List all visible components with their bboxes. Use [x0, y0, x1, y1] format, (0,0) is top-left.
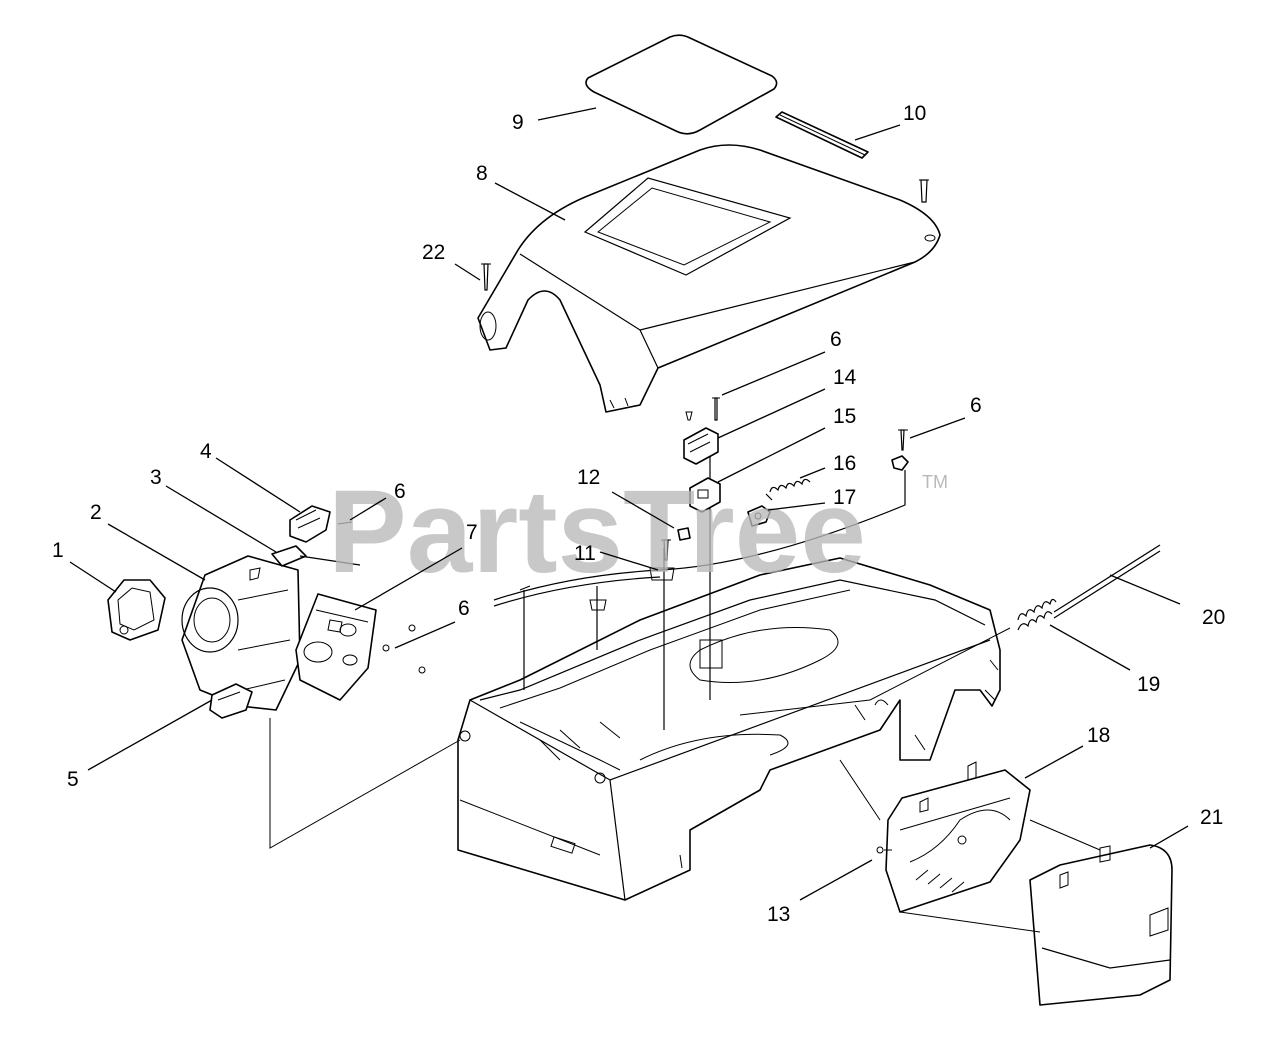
part-20-cable	[1053, 544, 1161, 619]
leader-lines	[69, 107, 1189, 901]
part-5-plug	[209, 683, 253, 719]
callout-8: 8	[476, 162, 488, 185]
callout-6a: 6	[394, 480, 406, 503]
callout-12: 12	[577, 466, 600, 489]
part-7-panel	[295, 593, 377, 701]
callout-6d: 6	[970, 394, 982, 417]
callout-16: 16	[833, 452, 856, 475]
part-3-bracket	[271, 545, 361, 567]
callout-10: 10	[903, 102, 926, 125]
callout-3: 3	[150, 466, 162, 489]
part-17-clip	[747, 505, 771, 527]
callout-7: 7	[466, 521, 478, 544]
part-9-window	[585, 34, 778, 135]
callout-6b: 6	[458, 597, 470, 620]
part-15-switch	[689, 477, 721, 513]
callout-17: 17	[833, 486, 856, 509]
part-22-screw	[481, 263, 491, 291]
callout-6c: 6	[830, 328, 842, 351]
part-10-strip	[775, 111, 869, 159]
callout-22: 22	[422, 241, 445, 264]
callout-20: 20	[1202, 606, 1225, 629]
bumper-assembly-lines	[839, 759, 1101, 933]
part-14-bracket	[683, 397, 720, 465]
part-6-screw-top-right	[891, 429, 909, 471]
callout-15: 15	[833, 405, 856, 428]
callout-4: 4	[200, 440, 212, 463]
part-12-nut	[677, 527, 691, 541]
part-18-side-panel	[885, 761, 1031, 913]
callout-18: 18	[1087, 724, 1110, 747]
callout-14: 14	[833, 366, 857, 389]
watermark-trademark: TM	[922, 472, 948, 492]
part-19-spring	[739, 598, 1057, 716]
callout-21: 21	[1200, 806, 1223, 829]
callout-19: 19	[1137, 673, 1160, 696]
watermark-brand: PartsTree	[328, 466, 866, 598]
callout-9: 9	[512, 111, 524, 134]
callout-1: 1	[52, 539, 64, 562]
callout-13: 13	[767, 903, 790, 926]
left-screws	[337, 521, 426, 674]
left-assembly-lines	[269, 718, 461, 849]
part-4-switch	[289, 505, 331, 543]
part-2-housing	[181, 555, 301, 711]
callout-2: 2	[90, 501, 102, 524]
callout-11: 11	[574, 542, 596, 565]
main-body	[457, 557, 1001, 901]
part-8-hood	[477, 144, 941, 413]
part-13-screw	[876, 846, 892, 854]
callout-5: 5	[67, 768, 79, 791]
callout-labels: 1 2 3 4 5 6 6 6 6 7 8 9 10 11 12 13 14 1…	[52, 102, 1225, 926]
part-16-spring	[765, 478, 811, 501]
part-1-cap	[107, 579, 166, 641]
part-11-bolt	[661, 539, 671, 561]
part-21-bumper	[1029, 844, 1173, 1006]
